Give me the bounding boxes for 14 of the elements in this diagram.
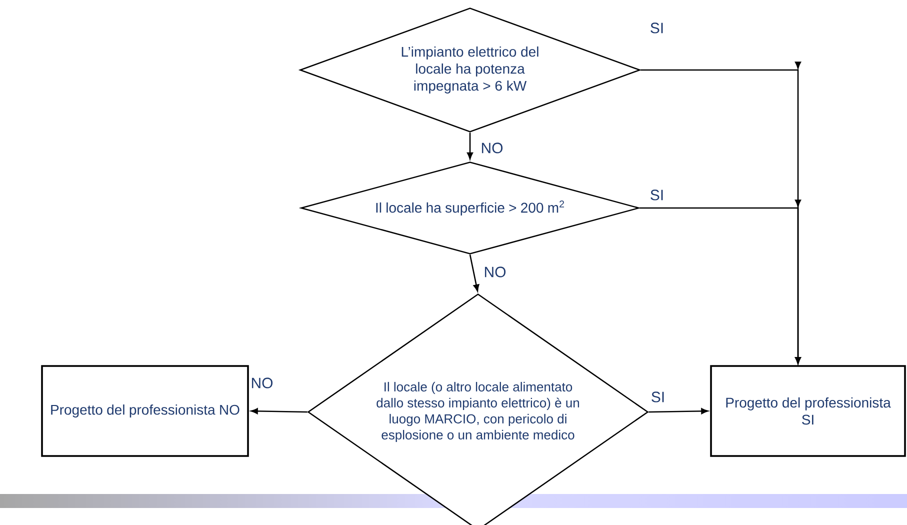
edge-label: NO — [250, 376, 274, 390]
edge-label: NO — [482, 266, 508, 278]
process-box: Progetto del professionista NO — [41, 365, 249, 457]
edge-label: NO — [480, 142, 504, 154]
arrow — [469, 254, 480, 292]
arrow — [250, 408, 308, 414]
arrow — [467, 132, 473, 160]
edge-label: SI — [648, 188, 666, 202]
process-box: Progetto del professionista SI — [710, 365, 906, 457]
arrow — [640, 200, 801, 364]
edge-label: SI — [648, 22, 666, 34]
edge-label: SI — [650, 390, 666, 404]
node-label: Il locale (o altro locale alimentato dallo stesso impianto elettrico) è un luogo MARCIO, con pericolo di esplosione o un ambiente medico — [376, 382, 580, 442]
arrow — [648, 408, 708, 414]
